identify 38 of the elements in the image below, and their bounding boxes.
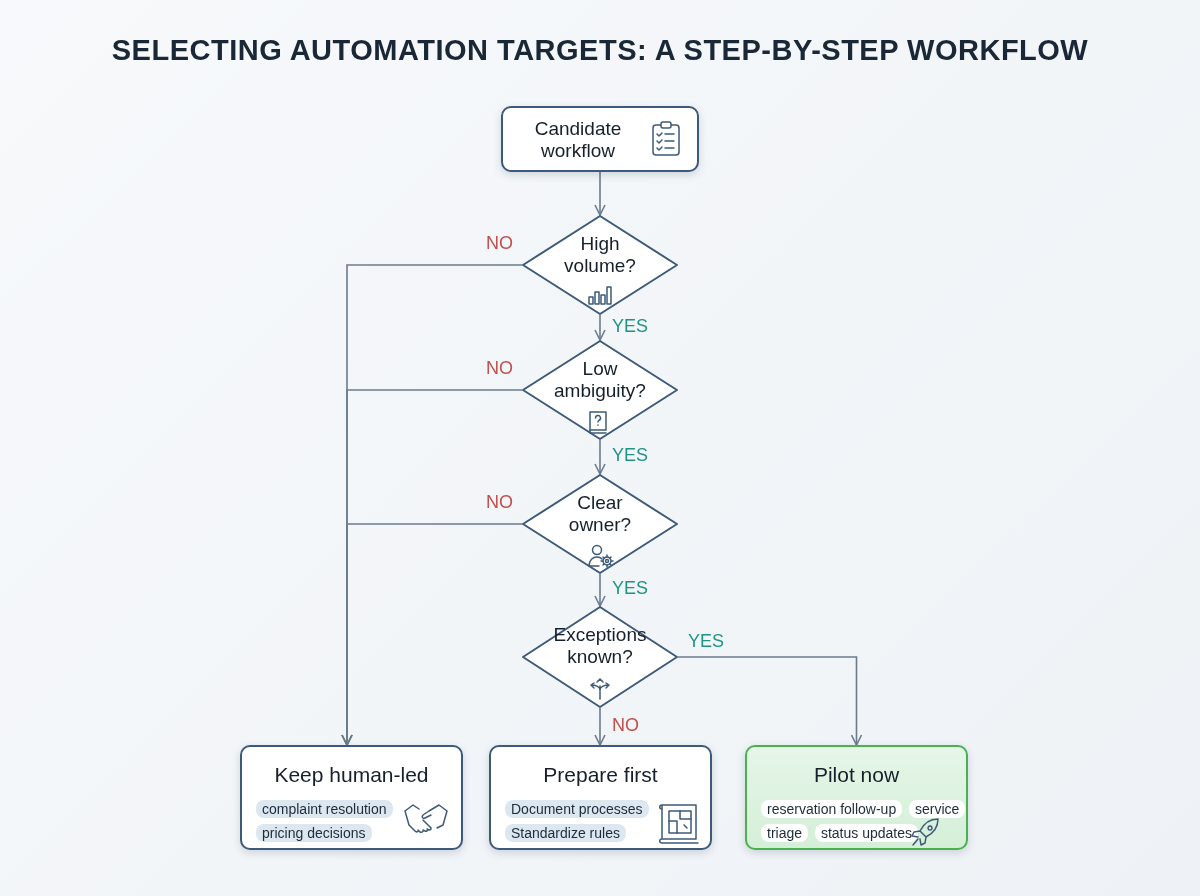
decision-text: Low ambiguity? <box>553 358 647 402</box>
decision-diamond <box>522 215 678 315</box>
outcome-title: Prepare first <box>542 763 659 787</box>
outcome-title: Pilot now <box>812 763 901 787</box>
outcome-card <box>240 745 463 850</box>
edge-label: YES <box>612 445 649 466</box>
arrow <box>594 573 606 607</box>
decision-text: Clear owner? <box>567 492 633 536</box>
edge-label: NO <box>486 233 513 254</box>
decision-diamond <box>522 606 678 708</box>
edge-label: YES <box>612 315 649 337</box>
example-tag: status updates <box>814 824 918 842</box>
example-tag: Document processes <box>505 800 649 818</box>
edge-label: NO <box>612 714 639 736</box>
arrow <box>594 314 606 341</box>
process-box <box>501 106 699 172</box>
arrow <box>677 656 863 746</box>
edge-label: YES <box>612 578 649 599</box>
arrow <box>341 523 523 746</box>
decision-text: High volume? <box>563 233 637 277</box>
arrow <box>594 171 606 216</box>
arrow <box>594 439 606 475</box>
outcome-card-highlighted <box>745 745 968 850</box>
outcome-card <box>489 745 712 850</box>
arrow <box>594 707 606 746</box>
diagram-title: SELECTING AUTOMATION TARGETS: A STEP-BY-STEP WORKFLOW <box>110 34 1090 67</box>
decision-diamond <box>522 340 678 440</box>
process-text: Candidate workflow <box>533 118 623 162</box>
edge-label: NO <box>486 492 513 513</box>
outcome-title: Keep human-led <box>273 763 430 787</box>
edge-label: YES <box>688 631 725 652</box>
edge-label: NO <box>486 358 513 379</box>
decision-text: Exceptions known? <box>552 624 648 668</box>
example-tag: pricing decisions <box>256 824 372 842</box>
example-tag: reservation follow-up <box>761 800 903 818</box>
decision-diamond <box>522 474 678 574</box>
example-tag: Standardize rules <box>505 824 626 842</box>
example-tag: complaint resolution <box>256 800 393 818</box>
